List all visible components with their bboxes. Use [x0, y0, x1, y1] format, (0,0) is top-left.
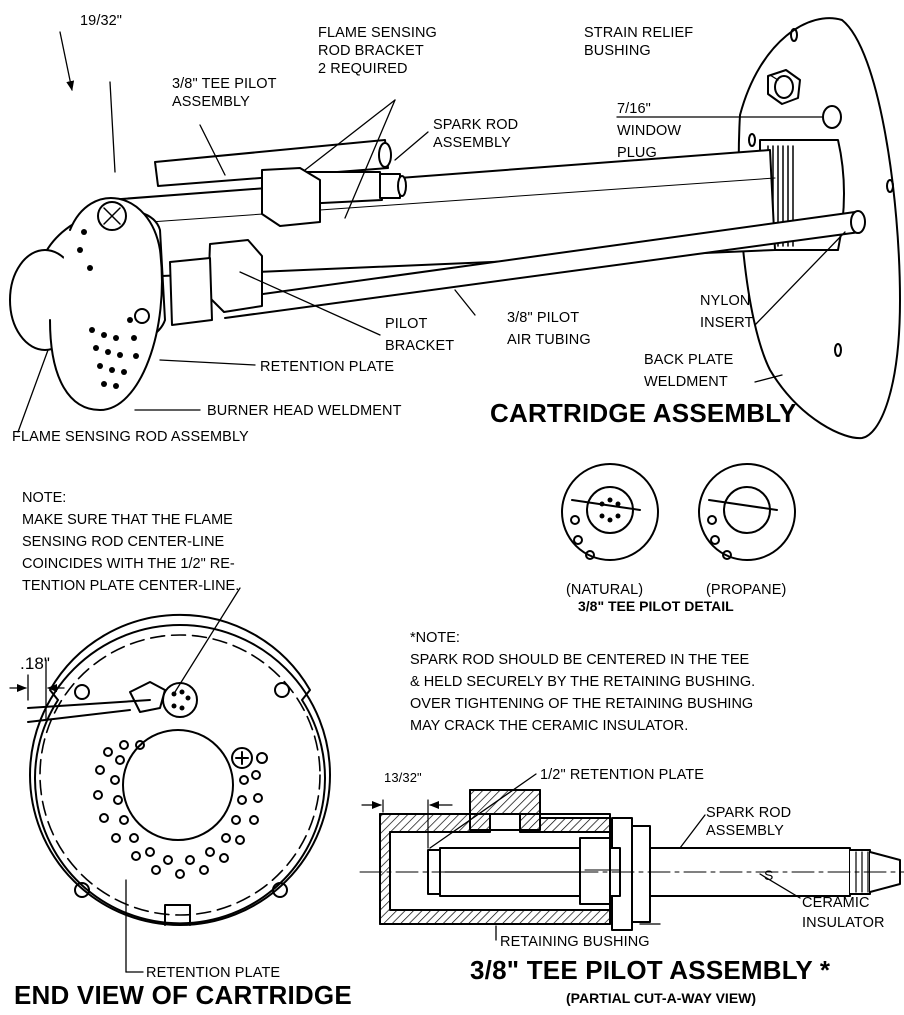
tee-assembly-subtitle: (PARTIAL CUT-A-WAY VIEW) — [566, 990, 757, 1006]
propane-label: (PROPANE) — [706, 582, 787, 598]
tee-pilot-detail-drawing — [561, 463, 796, 561]
window-plug — [822, 105, 842, 129]
retention-plate-cartridge — [49, 196, 163, 411]
end-view-retention-label: RETENTION PLATE — [146, 965, 281, 981]
tee-spark-rod-label: SPARK ROD ASSEMBLY — [706, 805, 792, 839]
svg-text:S: S — [764, 867, 773, 883]
tee-pilot-assembly-drawing: S — [359, 773, 904, 941]
end-view-dim-label: .18" — [20, 654, 51, 673]
tee-assembly-title: 3/8" TEE PILOT ASSEMBLY * — [470, 955, 831, 985]
air-tubing-label: 3/8" PILOT AIR TUBING — [507, 310, 591, 348]
note-1: NOTE: MAKE SURE THAT THE FLAME SENSING R… — [22, 490, 240, 594]
strain-relief-label: STRAIN RELIEF BUSHING — [584, 25, 694, 59]
ceramic-insulator-label: CERAMIC INSULATOR — [802, 895, 885, 931]
retention-plate-label: RETENTION PLATE — [260, 359, 395, 375]
back-plate-label: BACK PLATE WELDMENT — [644, 352, 734, 390]
flame-rod-assembly-label: FLAME SENSING ROD ASSEMBLY — [12, 429, 249, 445]
tee-pilot-detail-title: 3/8" TEE PILOT DETAIL — [578, 598, 734, 614]
tee-pilot-label: 3/8" TEE PILOT ASSEMBLY — [172, 76, 277, 110]
half-retention-label: 1/2" RETENTION PLATE — [540, 767, 704, 783]
pilot-bracket-label: PILOT BRACKET — [385, 316, 455, 354]
cartridge-assembly-drawing — [9, 17, 901, 440]
dim-13-32-label: 13/32" — [384, 770, 422, 785]
nylon-insert-label: NYLON INSERT — [700, 293, 754, 331]
burner-head-label: BURNER HEAD WELDMENT — [207, 403, 402, 419]
spark-rod-label: SPARK ROD ASSEMBLY — [433, 117, 519, 151]
retaining-bushing-label: RETAINING BUSHING — [500, 934, 650, 950]
dim-19-32-label: 19/32" — [80, 13, 123, 29]
note-2: *NOTE: SPARK ROD SHOULD BE CENTERED IN T… — [410, 630, 756, 734]
end-view-title: END VIEW OF CARTRIDGE — [14, 980, 352, 1010]
cartridge-assembly-title: CARTRIDGE ASSEMBLY — [490, 398, 797, 428]
end-view-drawing — [9, 587, 331, 973]
natural-label: (NATURAL) — [566, 582, 644, 598]
flame-bracket-label: FLAME SENSING ROD BRACKET 2 REQUIRED — [318, 25, 437, 77]
window-plug-label: 7/16" WINDOW PLUG — [617, 101, 682, 161]
